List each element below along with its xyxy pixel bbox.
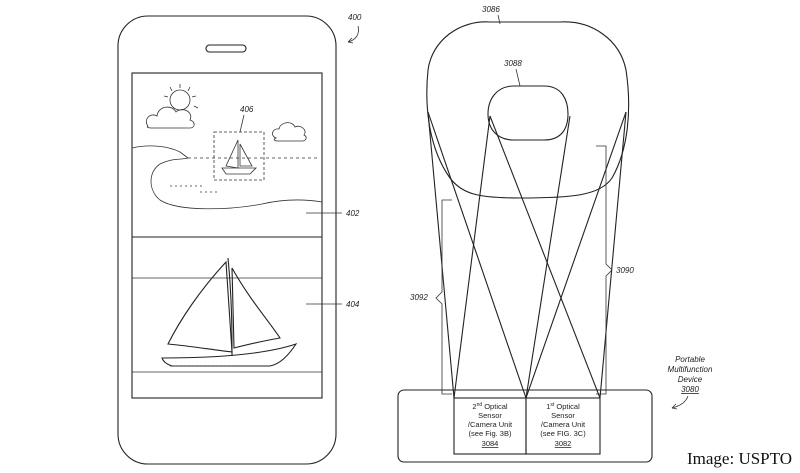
ref-3086-leader (498, 15, 500, 24)
sensor2-ref: 3084 (482, 439, 499, 448)
large-sail (232, 268, 280, 348)
wide-field-of-view (427, 22, 629, 198)
sensor1-line3: /Camera Unit (541, 420, 586, 429)
device-label-line2: Multifunction (668, 365, 713, 374)
fov-diagram: 3086 3088 3092 3090 2nd Optical Sensor /… (398, 5, 713, 462)
device-label-arrow (672, 396, 688, 408)
fov-line-sensor2 (428, 112, 454, 398)
cloud-icon (146, 107, 194, 128)
device-label-line3: Device (678, 375, 703, 384)
fov-line-sensor2 (454, 116, 490, 398)
sensor2-line3: /Camera Unit (468, 420, 513, 429)
device-label-line4: 3080 (681, 385, 699, 394)
device-label-line1: Portable (675, 355, 705, 364)
ref-3086-label: 3086 (482, 5, 500, 14)
fov-line-sensor1 (526, 112, 626, 398)
fov-line-sensor1 (490, 116, 600, 398)
fov-line-sensor2 (428, 112, 526, 398)
sensor1-ref: 3082 (555, 439, 572, 448)
preview-404 (132, 258, 322, 372)
sensor2-line2: Sensor (478, 411, 502, 420)
ref-3092-label: 3092 (410, 293, 428, 302)
phone-body (118, 16, 336, 464)
ref-400-label: 400 (348, 13, 362, 22)
sensor1-line2: Sensor (551, 411, 575, 420)
zoom-region-box (214, 132, 264, 180)
image-credit: Image: USPTO (687, 449, 792, 469)
preview-402: 406 (132, 84, 322, 209)
small-boat-sail (226, 140, 238, 168)
phone-speaker (206, 45, 246, 52)
fov-line-sensor1 (526, 116, 570, 398)
phone-device (118, 16, 336, 464)
ref-3088-leader (516, 69, 520, 86)
sun-icon (164, 84, 198, 110)
fov-line-sensor1 (600, 112, 626, 398)
ref-404-label: 404 (346, 300, 360, 309)
sensor2-line4: (see Fig. 3B) (469, 429, 512, 438)
ref-3088-label: 3088 (504, 59, 522, 68)
ref-3090-label: 3090 (616, 266, 634, 275)
large-sail (168, 262, 232, 352)
small-boat-sail (240, 144, 252, 166)
sensor1-line1: 1st Optical (546, 402, 580, 411)
large-hull (162, 344, 296, 366)
ref-400-arrow (348, 26, 359, 42)
ref-402-label: 402 (346, 209, 360, 218)
ref-406-label: 406 (240, 105, 254, 114)
narrow-field-of-view (488, 86, 568, 140)
ref-406-leader (240, 115, 244, 132)
cloud-icon (272, 123, 306, 141)
shoreline (132, 146, 322, 209)
sensor2-line1: 2nd Optical (472, 402, 507, 411)
device-housing (398, 390, 652, 462)
small-boat-hull (222, 168, 256, 174)
phone-screen (132, 73, 322, 398)
sensor1-line4: (see FIG. 3C) (540, 429, 586, 438)
